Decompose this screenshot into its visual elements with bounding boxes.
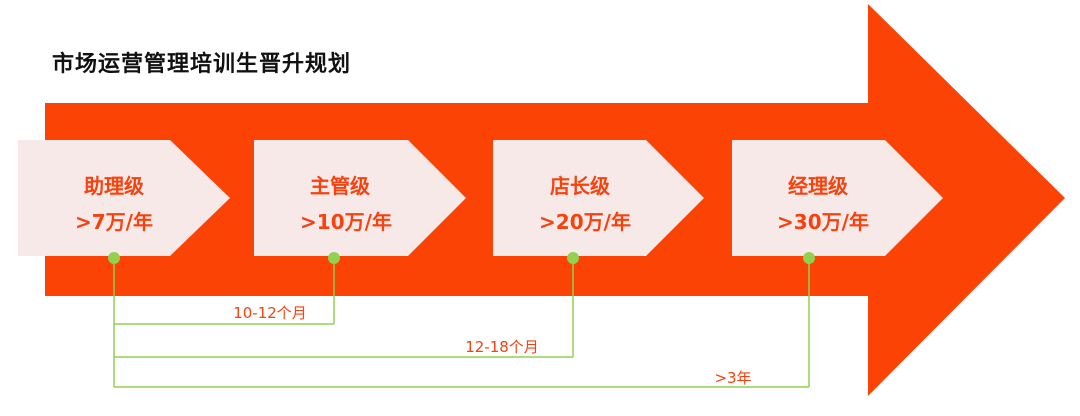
stage-salary: >20万/年 (539, 210, 631, 234)
stage-dot (567, 252, 579, 264)
stage-card-4: 经理级 >30万/年 (732, 140, 943, 256)
stage-card-1: 助理级 >7万/年 (18, 140, 230, 256)
duration-label: 10-12个月 (233, 304, 307, 322)
diagram-title: 市场运营管理培训生晋升规划 (52, 52, 352, 77)
duration-label: 12-18个月 (465, 338, 539, 356)
stage-salary: >10万/年 (300, 210, 392, 234)
duration-label: >3年 (714, 369, 751, 387)
stage-name: 店长级 (550, 174, 610, 198)
stage-card-2: 主管级 >10万/年 (254, 140, 466, 256)
stage-dot (108, 252, 120, 264)
stage-card-3: 店长级 >20万/年 (493, 140, 704, 256)
timeline-connectors: 10-12个月 12-18个月 >3年 (108, 252, 815, 388)
stage-name: 经理级 (788, 174, 848, 198)
stage-salary: >30万/年 (777, 210, 869, 234)
stage-name: 助理级 (84, 174, 144, 198)
stage-dot (803, 252, 815, 264)
stage-name: 主管级 (310, 174, 370, 198)
stage-dot (328, 252, 340, 264)
stage-salary: >7万/年 (75, 210, 153, 234)
